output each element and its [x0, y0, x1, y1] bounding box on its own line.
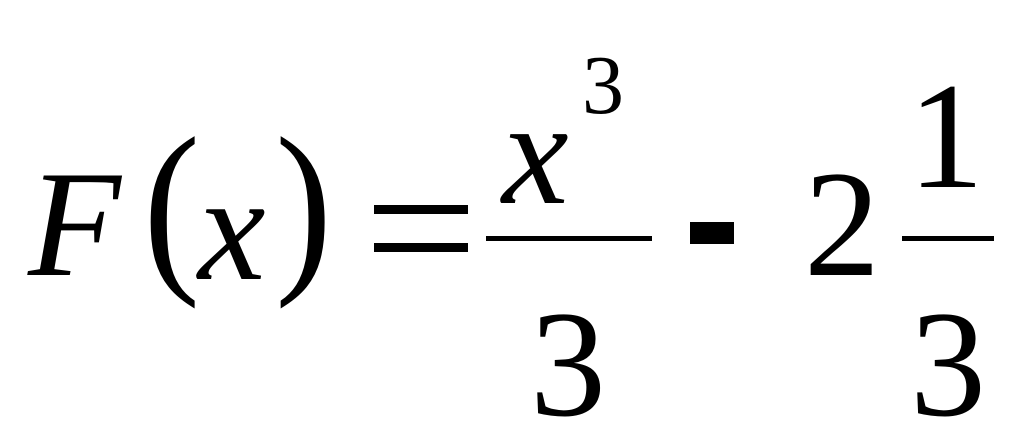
mixed-numerator: 1 [908, 52, 984, 220]
formula: F ( x ) x 3 3 - 2 1 3 [28, 39, 994, 448]
close-paren: ) [275, 100, 333, 310]
function-name: F [28, 140, 121, 308]
fraction-numerator-base: x [502, 70, 569, 236]
function-variable: x [198, 144, 266, 312]
fraction-denominator: 3 [530, 280, 606, 448]
mixed-whole: 2 [804, 140, 880, 308]
open-paren: ( [143, 100, 201, 310]
mixed-denominator: 3 [910, 280, 986, 448]
mixed-fraction-bar [902, 236, 994, 241]
fraction-numerator-exponent: 3 [582, 39, 624, 132]
fraction-bar [486, 236, 652, 241]
